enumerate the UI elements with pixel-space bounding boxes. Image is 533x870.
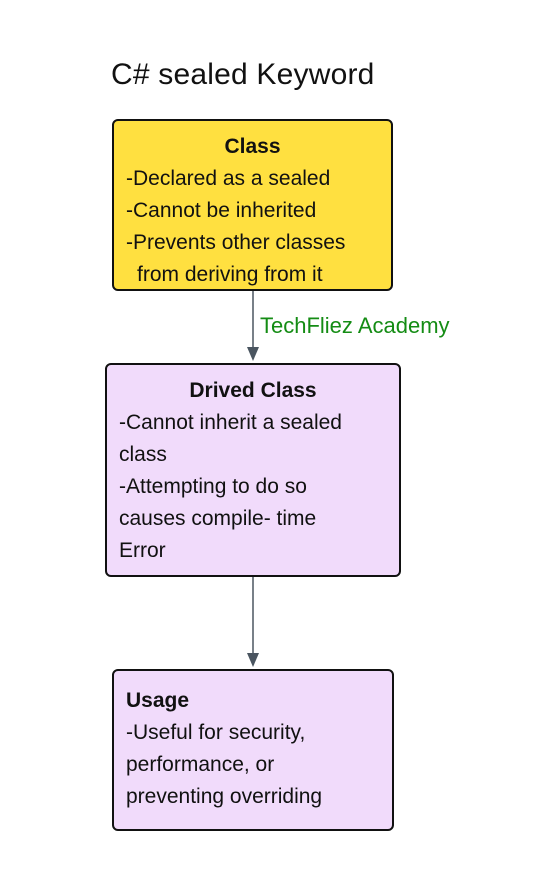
node-class-line: from deriving from it	[137, 263, 323, 286]
edge-label: TechFliez Academy	[260, 313, 450, 338]
node-derived-heading: Drived Class	[189, 379, 317, 402]
arrowhead-usage	[247, 653, 259, 667]
node-class-heading: Class	[224, 135, 281, 158]
node-derived-line: -Attempting to do so	[119, 475, 307, 498]
node-usage-line: -Useful for security,	[126, 721, 306, 744]
arrowhead-derived	[247, 347, 259, 361]
node-usage-heading: Usage	[126, 689, 190, 712]
node-usage: Usage -Useful for security, performance,…	[112, 669, 394, 831]
node-derived-line: -Cannot inherit a sealed	[119, 411, 342, 434]
node-usage-line: performance, or	[126, 753, 275, 776]
node-class: Class -Declared as a sealed -Cannot be i…	[112, 119, 393, 291]
node-derived-class: Drived Class -Cannot inherit a sealed cl…	[105, 363, 401, 577]
node-class-line: -Prevents other classes	[126, 231, 346, 254]
node-class-line: -Cannot be inherited	[126, 199, 317, 222]
node-derived-line: class	[119, 443, 167, 466]
node-usage-line: preventing overriding	[126, 785, 323, 808]
node-derived-line: causes compile- time	[119, 507, 317, 530]
node-class-line: -Declared as a sealed	[126, 167, 331, 190]
node-derived-line: Error	[119, 539, 166, 562]
diagram-title: C# sealed Keyword	[111, 58, 375, 91]
